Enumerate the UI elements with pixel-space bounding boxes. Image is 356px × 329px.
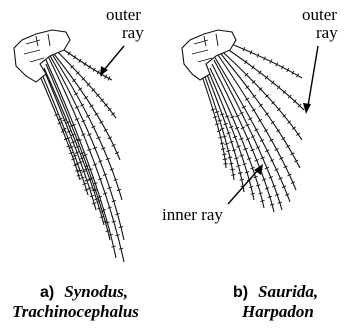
panel-b-ray-segment <box>242 164 246 165</box>
panel-b-ray-segment <box>234 158 238 159</box>
panel-b-outer-label-line1: outer <box>302 5 337 24</box>
panel-b-ray-segment <box>220 143 224 144</box>
panel-a-ray-segment <box>97 208 101 209</box>
panel-b-ray-segment <box>223 159 227 160</box>
panel-b-ray-segment <box>240 179 244 180</box>
panel-a-caption-genus-1: Synodus, <box>64 282 128 301</box>
panel-a-ray-segment <box>115 235 119 236</box>
panel-a-ray-segment <box>92 203 96 204</box>
panel-b-ray-segment <box>213 117 217 118</box>
panel-b-ray-segment <box>211 109 215 110</box>
panel-a-outer-ray-arrow <box>100 46 124 76</box>
panel-b-ray-segment <box>228 157 232 158</box>
panel-b-ray-segment <box>249 187 253 188</box>
panel-b-fin <box>182 30 304 212</box>
panel-b-caption-letter: b) <box>233 284 248 301</box>
panel-b-fin-rays <box>202 36 304 212</box>
panel-b-ray-segment <box>231 175 235 176</box>
panel-b-ray-segment <box>258 193 262 194</box>
panel-b-ray-segment <box>220 128 224 129</box>
panel-b-ray-segment <box>251 193 255 194</box>
panel-a-ray-segment <box>100 216 104 217</box>
panel-a-ray-segment <box>112 200 116 201</box>
panel-b-ray <box>210 68 264 208</box>
panel-a-outer-label-line1: outer <box>106 5 141 24</box>
panel-b-ray-segment <box>215 124 219 125</box>
panel-b-ray-segment <box>217 130 221 131</box>
panel-a-ray-segment <box>117 189 121 190</box>
panel-b-ray-segment <box>236 165 240 166</box>
panel-a-ray-segment <box>77 175 81 176</box>
panel-b-ray-segment <box>245 172 249 173</box>
panel-b-ray-segment <box>270 204 274 205</box>
panel-a-outer-label-line2: ray <box>122 23 144 42</box>
panel-a-caption-genus-2: Trachinocephalus <box>12 302 139 321</box>
panel-a-ray-segment <box>119 227 123 228</box>
panel-b-caption-genus-1: Saurida, <box>258 282 318 301</box>
panel-a-caption-letter: a) <box>40 284 54 301</box>
panel-b-caption-genus-2: Harpadon <box>241 302 314 321</box>
panel-b-ray-segment <box>226 150 230 151</box>
panel-a-ray-segment <box>112 221 116 222</box>
panel-a-ray-segment <box>84 189 88 190</box>
panel-b-ray-segment <box>260 200 264 201</box>
panel-a-ray <box>48 56 124 262</box>
panel-b-ray-segment <box>218 120 222 121</box>
panel-a-ray-segment <box>115 214 119 215</box>
panel-b-outer-ray-arrow <box>303 46 318 114</box>
panel-a-fin-rays <box>40 36 124 262</box>
panel-b-outer-label-line2: ray <box>316 23 338 42</box>
panel-b-ray-segment <box>223 164 227 165</box>
panel-a-ray-segment <box>94 199 98 200</box>
panel-b-ray-segment <box>232 150 236 151</box>
panel-a-ray-segment <box>83 183 87 184</box>
panel-b-ray <box>214 44 302 140</box>
panel-b-ray-segment <box>268 196 272 197</box>
panel-b-ray-segment <box>215 111 219 112</box>
panel-a-ray-segment <box>90 196 94 197</box>
panel-b-ray-segment <box>238 173 242 174</box>
panel-a-ray-segment <box>108 207 112 208</box>
panel-b-basal-plate <box>182 30 236 80</box>
panel-a-ray-segment <box>119 248 123 249</box>
panel-b-ray <box>214 56 290 202</box>
panel-b-ray-segment <box>222 136 226 137</box>
svg-text:a) Synodus,: a) Synodus, <box>40 282 128 301</box>
panel-b-ray-segment <box>224 143 228 144</box>
panel-b-inner-label: inner ray <box>162 205 223 224</box>
panel-b-ray-segment <box>222 154 226 155</box>
panel-a-ray-segment <box>111 246 115 247</box>
panel-b-ray-segment <box>230 169 234 170</box>
panel-b-ray-segment <box>221 149 225 150</box>
panel-b-ray-segment <box>219 137 223 138</box>
panel-b-ray-segment <box>229 163 233 164</box>
svg-text:b) Saurida,: b) Saurida, <box>233 282 318 301</box>
panel-b-ray-segment <box>256 185 260 186</box>
